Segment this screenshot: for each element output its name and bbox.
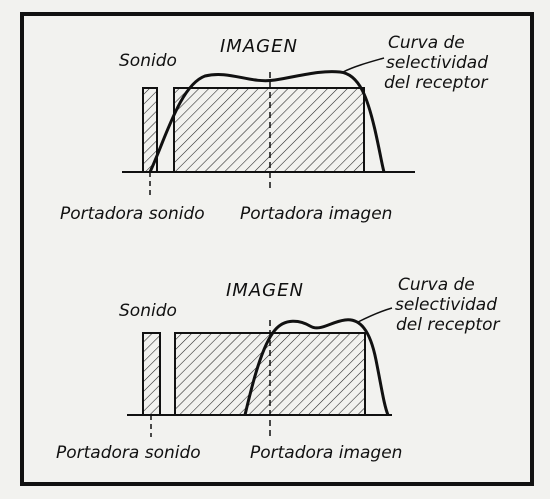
top-image-band [173,87,365,173]
bottom-title: IMAGEN [226,280,304,301]
bottom-diagram: IMAGEN Sonido Curva de selectividad del … [56,275,500,463]
top-title: IMAGEN [220,36,298,57]
bottom-curve-label-line-3: del receptor [396,315,500,335]
top-selectivity-curve [148,70,386,173]
bottom-sound-band [142,332,161,416]
top-curve-label-line-3: del receptor [384,73,488,93]
top-diagram: IMAGEN Sonido Curva de selectividad del … [60,33,488,224]
top-sound-label: Sonido [119,51,177,71]
top-curve-label-line-1: Curva de [388,33,465,53]
bottom-selectivity-curve [243,318,390,416]
top-curve-pointer [342,57,385,73]
bottom-curve-label-line-1: Curva de [398,275,475,295]
outer-border [20,12,534,486]
bottom-sound-carrier-label: Portadora sonido [56,443,201,463]
bottom-curve-label-line-2: selectividad [395,295,497,315]
bottom-curve-pointer [357,307,393,323]
top-sound-carrier-label: Portadora sonido [60,204,205,224]
top-curve-label-line-2: selectividad [386,53,488,73]
top-image-carrier-label: Portadora imagen [240,204,392,224]
bottom-image-carrier-label: Portadora imagen [250,443,402,463]
bottom-sound-label: Sonido [119,301,177,321]
